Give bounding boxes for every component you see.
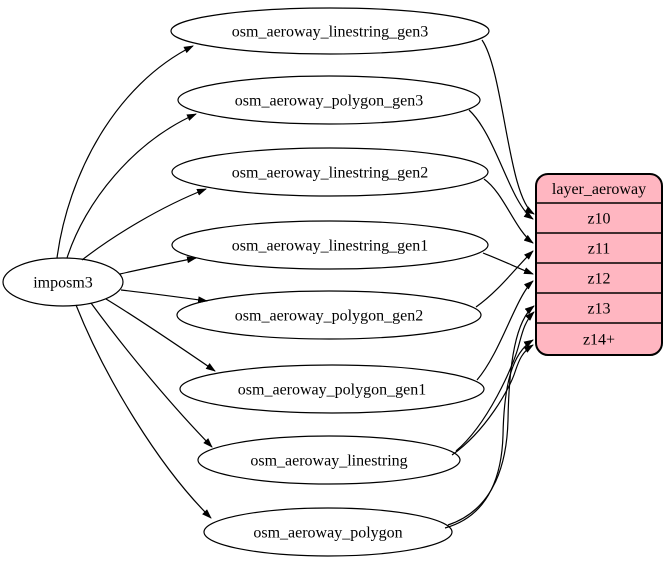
record-outline (535, 173, 663, 356)
edge-imposm3-to-osm_aeroway_polygon (75, 304, 212, 519)
table-nodes-layer: imposm3 osm_aeroway_linestring_gen3 osm_ae… (2, 7, 490, 557)
edge-imposm3-to-osm_aeroway_linestring (90, 302, 213, 448)
edge-imposm3-to-osm_aeroway_linestring_gen1 (119, 256, 197, 275)
node-label: osm_aeroway_linestring_gen1 (232, 238, 428, 255)
node-osm_aeroway_linestring_gen3: osm_aeroway_linestring_gen3 (170, 7, 490, 55)
edge-osm_aeroway_linestring_gen3-to-z10 (481, 39, 535, 215)
edge-osm_aeroway_polygon-to-z13 (447, 305, 535, 526)
edges-layer (56, 39, 535, 529)
edge-imposm3-to-osm_aeroway_linestring_gen2 (81, 188, 207, 261)
node-label: osm_aeroway_linestring_gen3 (232, 24, 428, 41)
node-osm_aeroway_polygon: osm_aeroway_polygon (203, 507, 453, 557)
node-label: osm_aeroway_linestring_gen2 (232, 165, 428, 182)
record-row-label: z12 (587, 271, 610, 288)
edge-imposm3-to-osm_aeroway_linestring_gen3 (56, 45, 194, 259)
node-ellipse (170, 7, 490, 55)
edge-osm_aeroway_polygon_gen3-to-z10 (468, 109, 534, 220)
record-row-z13: z13 (587, 301, 610, 318)
edge-imposm3-to-osm_aeroway_polygon_gen1 (105, 298, 216, 372)
node-ellipse (203, 507, 453, 557)
layer-record-layer: layer_aeroway z10 z11 z12 z13 z14+ (535, 173, 663, 356)
node-osm_aeroway_polygon_gen3: osm_aeroway_polygon_gen3 (177, 75, 481, 125)
node-layer_aeroway: layer_aeroway z10 z11 z12 z13 z14+ (535, 173, 663, 356)
edge-osm_aeroway_polygon-to-z14 (444, 339, 534, 529)
record-row-z11: z11 (588, 241, 611, 258)
node-ellipse (171, 220, 489, 270)
edge-osm_aeroway_polygon_gen2-to-z11 (475, 250, 534, 308)
record-row-z12: z12 (587, 271, 610, 288)
record-title: layer_aeroway (552, 181, 646, 198)
node-ellipse (197, 435, 461, 485)
edge-osm_aeroway_linestring-to-z14 (451, 344, 534, 456)
node-osm_aeroway_linestring_gen2: osm_aeroway_linestring_gen2 (171, 147, 489, 197)
node-label: osm_aeroway_linestring (250, 453, 407, 470)
node-osm_aeroway_polygon_gen1: osm_aeroway_polygon_gen1 (179, 364, 485, 414)
node-label: imposm3 (33, 275, 93, 292)
node-label: osm_aeroway_polygon_gen1 (238, 382, 426, 399)
node-ellipse (179, 364, 485, 414)
node-label: osm_aeroway_polygon_gen3 (235, 93, 423, 110)
node-ellipse (177, 75, 481, 125)
node-ellipse (2, 257, 124, 307)
node-label: osm_aeroway_polygon (253, 525, 402, 542)
record-row-label: z14+ (583, 332, 615, 349)
edge-osm_aeroway_linestring-to-z13 (455, 311, 535, 452)
edge-imposm3-to-osm_aeroway_polygon_gen3 (66, 113, 197, 259)
node-osm_aeroway_linestring_gen1: osm_aeroway_linestring_gen1 (171, 220, 489, 270)
node-ellipse (176, 290, 482, 340)
edge-osm_aeroway_linestring_gen1-to-z12 (482, 252, 534, 275)
record-row-label: z10 (587, 211, 610, 228)
node-imposm3: imposm3 (2, 257, 124, 307)
edge-imposm3-to-osm_aeroway_polygon_gen2 (120, 289, 208, 304)
record-row-z14: z14+ (583, 332, 615, 349)
edge-osm_aeroway_linestring_gen2-to-z11 (483, 178, 534, 244)
record-row-z10: z10 (587, 211, 610, 228)
record-row-label: z13 (587, 301, 610, 318)
edge-osm_aeroway_polygon_gen1-to-z12 (476, 280, 534, 381)
node-osm_aeroway_linestring: osm_aeroway_linestring (197, 435, 461, 485)
node-label: osm_aeroway_polygon_gen2 (235, 308, 423, 325)
node-osm_aeroway_polygon_gen2: osm_aeroway_polygon_gen2 (176, 290, 482, 340)
node-ellipse (171, 147, 489, 197)
record-row-label: z11 (588, 241, 611, 258)
